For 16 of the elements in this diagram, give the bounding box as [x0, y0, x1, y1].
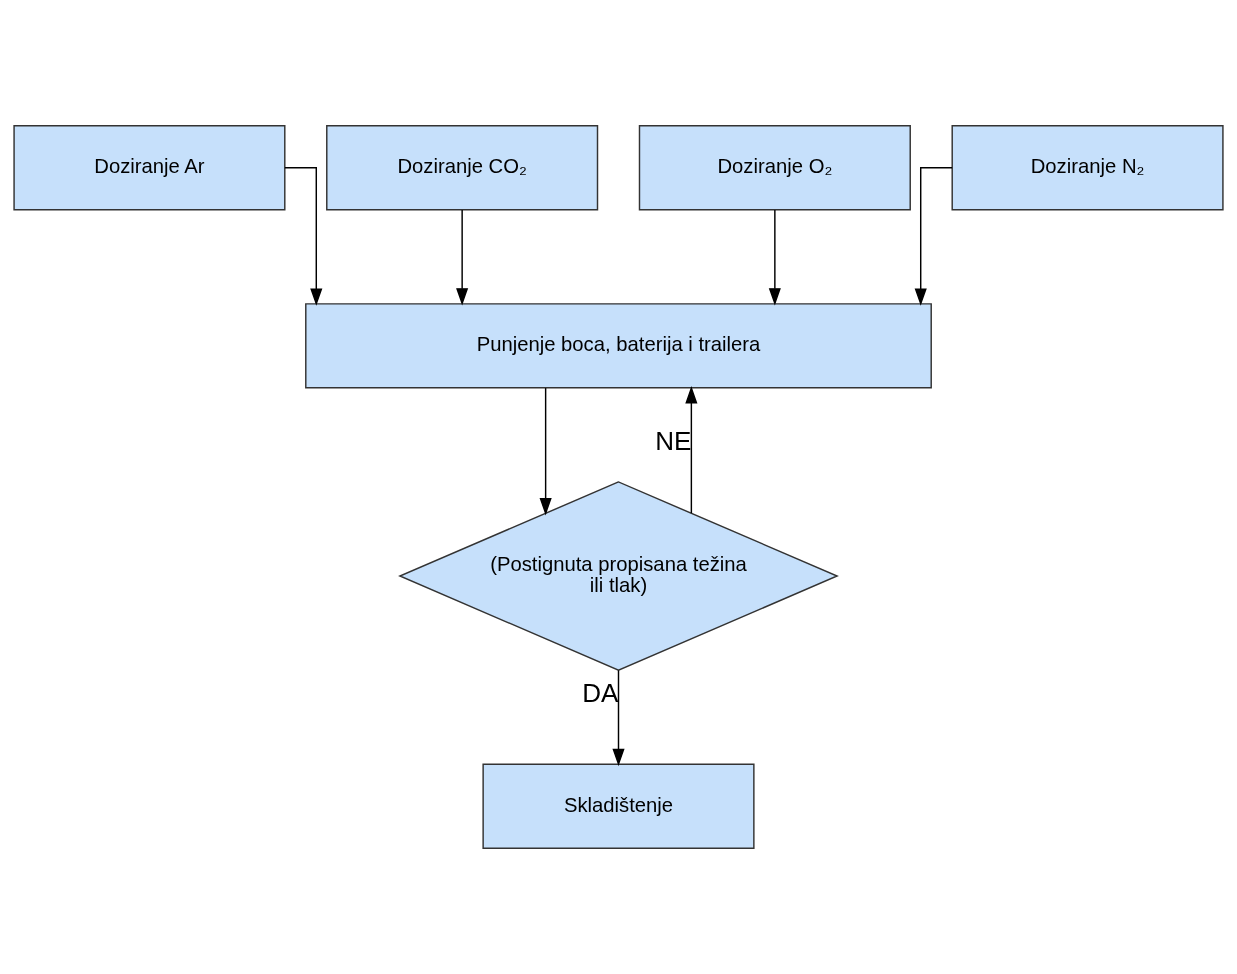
- node-box: Skladištenje: [482, 763, 755, 849]
- node-diamond: (Postignuta propisana težina ili tlak): [398, 481, 839, 671]
- node-box: Doziranje Ar: [13, 125, 286, 211]
- node-box: Doziranje N₂: [951, 125, 1224, 211]
- edge-label: NE: [655, 425, 692, 456]
- edge-label: DA: [582, 677, 619, 708]
- node-box: Doziranje O₂: [638, 125, 911, 211]
- arrow: [284, 167, 323, 306]
- arrow: [685, 386, 698, 514]
- arrow: [612, 669, 625, 767]
- arrow: [768, 209, 781, 306]
- arrow: [914, 167, 953, 306]
- arrow: [539, 387, 552, 516]
- node-box: Doziranje CO₂: [326, 125, 599, 211]
- arrow: [456, 209, 469, 306]
- node-box: Punjenje boca, baterija i trailera: [305, 303, 932, 389]
